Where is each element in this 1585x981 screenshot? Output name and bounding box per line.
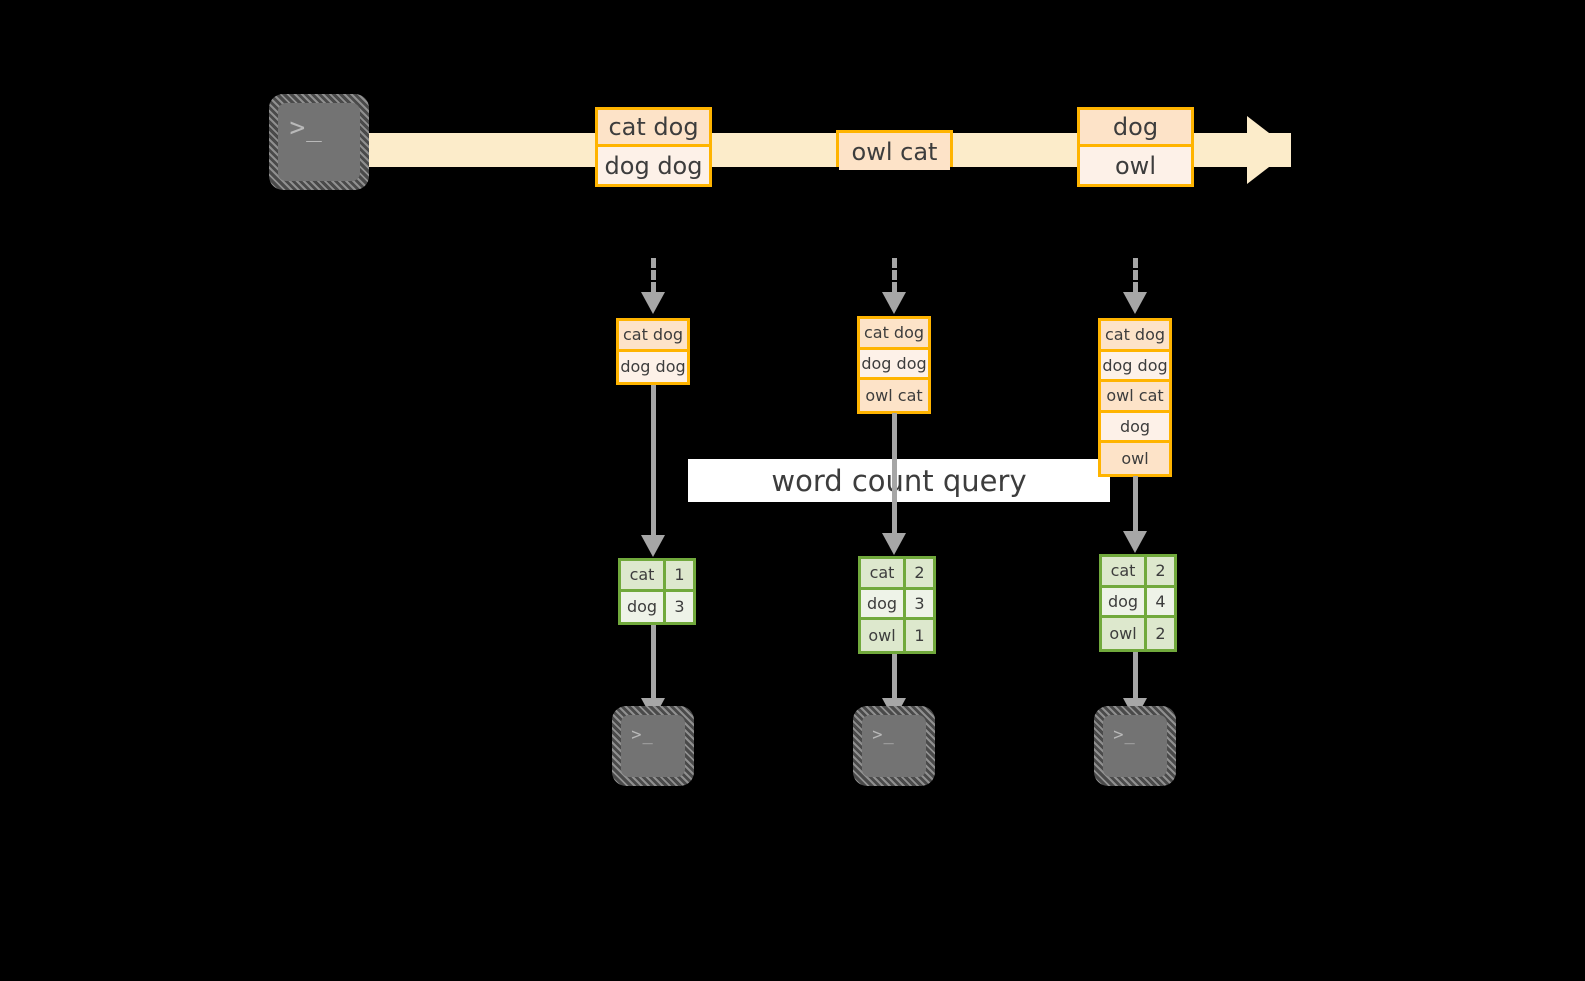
terminal-screen	[621, 715, 685, 777]
terminal-screen	[862, 715, 926, 777]
terminal-screen	[1103, 715, 1167, 777]
word-cell: owl	[861, 620, 906, 651]
count-cell: 2	[906, 559, 933, 587]
word-cell: cat	[621, 561, 666, 589]
stream-to-state-connector-1	[651, 258, 656, 292]
result-table-3[interactable]: cat 2 dog 4 owl 2	[1099, 554, 1177, 652]
state-to-result-arrowhead-3	[1123, 531, 1147, 553]
state-line: dog	[1101, 412, 1169, 443]
query-label-band: word count query	[688, 459, 1110, 502]
table-row: cat 2	[1102, 557, 1174, 588]
state-to-result-connector-2	[892, 413, 897, 533]
word-cell: owl	[1102, 618, 1147, 649]
result-to-sink-connector-2	[892, 654, 897, 698]
stream-event-line: owl	[1080, 147, 1191, 184]
terminal-prompt-text: >_	[872, 725, 895, 746]
state-to-result-arrowhead-1	[641, 535, 665, 557]
stream-to-state-arrowhead-1	[641, 292, 665, 314]
word-cell: dog	[621, 591, 666, 622]
state-line: dog dog	[860, 349, 928, 380]
state-to-result-connector-1	[651, 385, 656, 535]
count-cell: 2	[1147, 618, 1174, 649]
stream-to-state-connector-2	[892, 258, 897, 292]
table-row: owl 2	[1102, 618, 1174, 649]
state-line: cat dog	[1101, 321, 1169, 352]
count-cell: 1	[906, 620, 933, 651]
terminal-prompt-text: >_	[1113, 725, 1136, 746]
stream-arrowhead	[1247, 116, 1291, 184]
stream-to-state-arrowhead-3	[1123, 292, 1147, 314]
terminal-prompt-text: >_	[631, 725, 654, 746]
stream-event-line: cat dog	[598, 110, 709, 147]
sink-terminal-icon-2[interactable]: >_	[853, 706, 935, 786]
count-cell: 3	[666, 591, 693, 622]
stream-event-line: dog dog	[598, 147, 709, 184]
state-box-2[interactable]: cat dog dog dog owl cat	[857, 316, 931, 414]
result-table-2[interactable]: cat 2 dog 3 owl 1	[858, 556, 936, 654]
table-row: dog 3	[621, 591, 693, 622]
result-to-sink-connector-1	[651, 625, 656, 698]
stream-to-state-arrowhead-2	[882, 292, 906, 314]
state-box-1[interactable]: cat dog dog dog	[616, 318, 690, 385]
state-line: dog dog	[619, 351, 687, 382]
word-cell: cat	[1102, 557, 1147, 585]
sink-terminal-icon-1[interactable]: >_	[612, 706, 694, 786]
word-cell: dog	[861, 589, 906, 617]
table-row: cat 2	[861, 559, 933, 590]
query-label-text: word count query	[771, 463, 1027, 498]
word-cell: cat	[861, 559, 906, 587]
state-to-result-connector-3	[1133, 476, 1138, 531]
stream-event-line: owl cat	[839, 133, 950, 170]
table-row: dog 4	[1102, 587, 1174, 618]
source-terminal-icon[interactable]: >_	[269, 94, 369, 190]
count-cell: 3	[906, 589, 933, 617]
table-row: cat 1	[621, 561, 693, 592]
count-cell: 4	[1147, 587, 1174, 615]
terminal-screen	[278, 103, 360, 181]
table-row: dog 3	[861, 589, 933, 620]
result-to-sink-connector-3	[1133, 652, 1138, 698]
terminal-prompt-text: >_	[289, 113, 323, 144]
stream-event-group-2[interactable]: owl cat	[836, 130, 953, 170]
state-line: cat dog	[860, 319, 928, 350]
state-line: owl cat	[860, 380, 928, 411]
table-row: owl 1	[861, 620, 933, 651]
state-to-result-arrowhead-2	[882, 533, 906, 555]
count-cell: 1	[666, 561, 693, 589]
state-line: cat dog	[619, 321, 687, 352]
count-cell: 2	[1147, 557, 1174, 585]
stream-to-state-connector-3	[1133, 258, 1138, 292]
word-cell: dog	[1102, 587, 1147, 615]
stream-event-group-3[interactable]: dog owl	[1077, 107, 1194, 187]
result-table-1[interactable]: cat 1 dog 3	[618, 558, 696, 625]
stream-event-group-1[interactable]: cat dog dog dog	[595, 107, 712, 187]
state-line: dog dog	[1101, 351, 1169, 382]
state-line: owl	[1101, 443, 1169, 474]
state-line: owl cat	[1101, 382, 1169, 413]
sink-terminal-icon-3[interactable]: >_	[1094, 706, 1176, 786]
stream-event-line: dog	[1080, 110, 1191, 147]
state-box-3[interactable]: cat dog dog dog owl cat dog owl	[1098, 318, 1172, 477]
